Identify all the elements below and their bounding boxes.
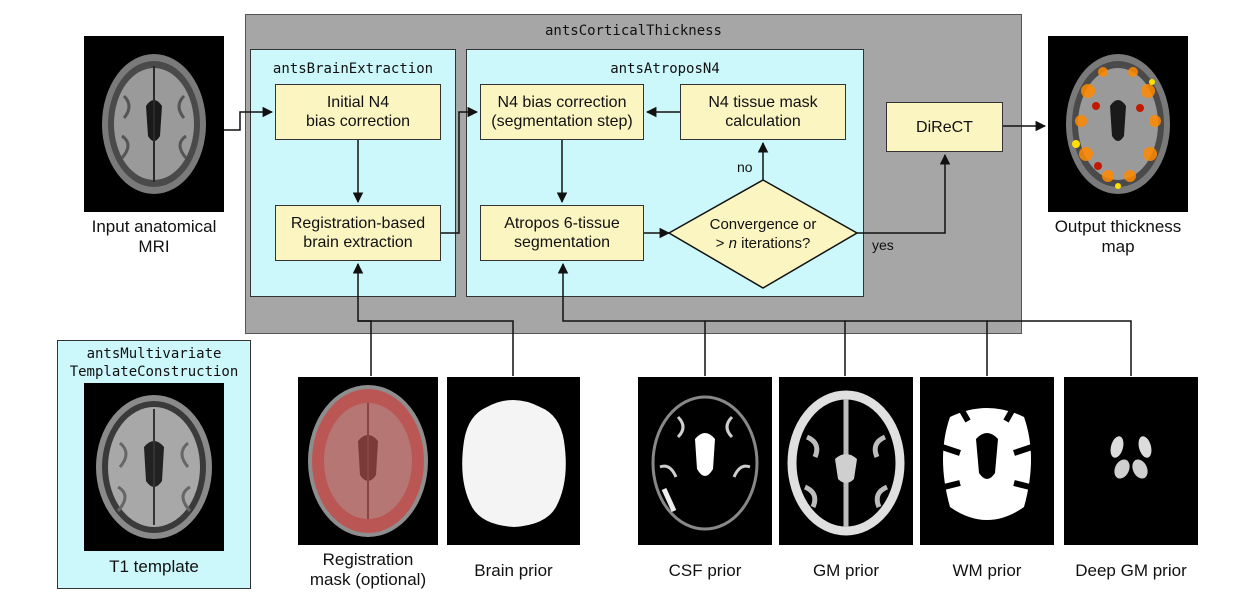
input-mri-image xyxy=(84,36,224,212)
atropos-segmentation-box: Atropos 6-tissue segmentation xyxy=(480,205,644,261)
gm-prior-image xyxy=(779,377,913,545)
template-construction-title: antsMultivariate TemplateConstruction xyxy=(69,346,239,380)
cortical-thickness-title: antsCorticalThickness xyxy=(544,23,722,39)
deep-gm-prior-image xyxy=(1064,377,1198,545)
registration-mask-image xyxy=(298,377,438,545)
t1-template-caption: T1 template xyxy=(109,557,199,576)
n4-segmentation-box: N4 bias correction (segmentation step) xyxy=(480,84,644,140)
csf-prior-caption: CSF prior xyxy=(668,561,742,580)
wm-prior-caption: WM prior xyxy=(952,561,1022,580)
input-mri-caption: Input anatomical MRI xyxy=(91,217,217,256)
gm-prior-caption: GM prior xyxy=(812,561,880,580)
atropos-n4-title: antsAtroposN4 xyxy=(610,61,720,77)
output-thickness-caption: Output thickness map xyxy=(1054,217,1182,256)
t1-template-image xyxy=(84,383,224,551)
brain-prior-caption: Brain prior xyxy=(474,561,553,580)
direct-box: DiReCT xyxy=(886,102,1003,152)
output-thickness-image xyxy=(1048,36,1188,212)
brain-prior-image xyxy=(447,377,580,545)
brain-extraction-title: antsBrainExtraction xyxy=(272,61,434,77)
tissue-mask-box: N4 tissue mask calculation xyxy=(680,84,846,140)
registration-extraction-box: Registration-based brain extraction xyxy=(275,205,441,261)
initial-n4-box: Initial N4 bias correction xyxy=(275,84,441,140)
wm-prior-image xyxy=(920,377,1054,545)
deep-gm-prior-caption: Deep GM prior xyxy=(1075,561,1187,580)
registration-mask-caption: Registration mask (optional) xyxy=(309,550,427,589)
csf-prior-image xyxy=(638,377,772,545)
